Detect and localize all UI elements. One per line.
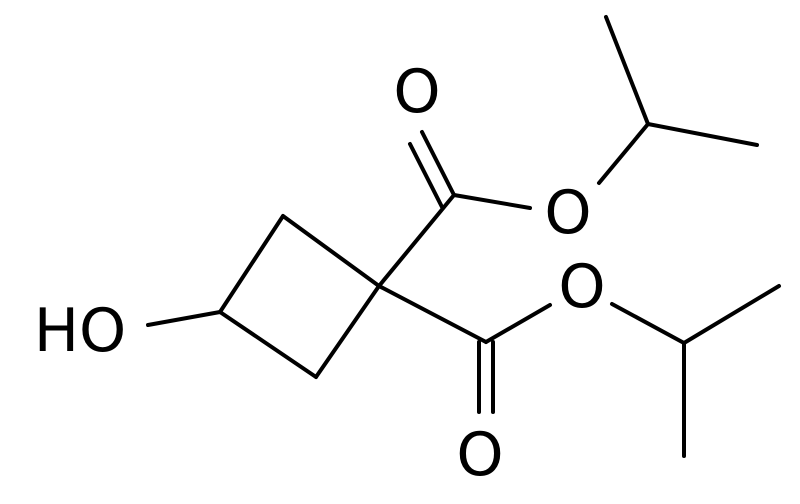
upper-carbonyl-oxygen: O (393, 57, 440, 127)
ring-bond-3 (218, 310, 318, 379)
lower-ester-group: O O (377, 252, 781, 490)
lower-isopropyl-methyl-1 (682, 284, 781, 345)
upper-ester-oxygen: O (544, 178, 591, 248)
upper-carbonyl-double-bond-a (420, 130, 456, 197)
lower-ester-oxygen-bond (484, 303, 552, 344)
lower-carbonyl-oxygen: O (456, 420, 503, 490)
ring-bond-2 (314, 284, 381, 379)
lower-ester-oxygen: O (558, 252, 605, 322)
upper-isopropyl-methyl-2 (646, 122, 759, 147)
cyclobutane-ring (218, 214, 381, 379)
ring-bond-1 (281, 214, 381, 288)
upper-carbonyl-double-bond-b (408, 142, 444, 209)
hydroxyl-label: HO (34, 296, 126, 366)
upper-ester-group: O O (377, 15, 759, 288)
upper-isopropyl-o-bond (597, 122, 650, 185)
upper-ester-oxygen-bond (452, 193, 532, 210)
lower-isopropyl-o-bond (610, 302, 686, 345)
hydroxyl-bond (146, 310, 222, 327)
upper-isopropyl-methyl-1 (604, 15, 650, 126)
upper-carbonyl-carbon-bond (377, 193, 456, 288)
ring-bond-4 (218, 214, 285, 314)
lower-carbonyl-carbon-bond (377, 284, 488, 344)
